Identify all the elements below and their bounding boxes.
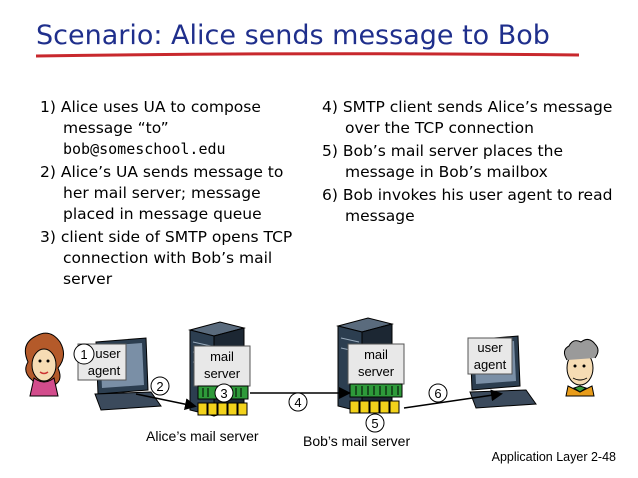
marker-4-label: 4 [294, 395, 301, 410]
marker-5 [365, 413, 385, 433]
steps-left: 1) Alice uses UA to compose message “to”… [40, 97, 310, 292]
step-3: 3) client side of SMTP opens TCP connect… [40, 228, 293, 288]
marker-3 [214, 383, 234, 403]
alice-mailboxes [197, 402, 248, 416]
marker-6 [428, 383, 448, 403]
mail-flow-diagram: user agent 1 mail server 3 mail server [24, 317, 599, 433]
alice-ua-line2: agent [88, 363, 121, 378]
marker-2 [150, 376, 170, 396]
step-1-email: bob@someschool.edu [63, 140, 226, 158]
steps-right: 4) SMTP client sends Alice’s message ove… [322, 97, 622, 229]
bob-ua-line2: agent [474, 357, 507, 372]
slide-title: Scenario: Alice sends message to Bob [36, 20, 550, 51]
bob-server-line2: server [358, 364, 395, 379]
alice-icon [24, 332, 64, 397]
bob-server-label-box [347, 343, 405, 385]
bob-message-queue [349, 383, 403, 398]
bob-icon [563, 338, 599, 397]
marker-1-label: 1 [80, 347, 87, 362]
title-underline [35, 52, 580, 58]
marker-3-label: 3 [220, 386, 227, 401]
marker-5-label: 5 [371, 416, 378, 431]
step-5: 5) Bob’s mail server places the message … [322, 142, 563, 181]
slide-footer: Application Layer 2-48 [491, 450, 616, 464]
bob-server-caption: Bob’s mail server [303, 433, 411, 449]
arrow-ua-to-alice-server [135, 393, 197, 411]
marker-2-label: 2 [156, 379, 163, 394]
alice-queue-slots [202, 388, 242, 397]
bob-ua-label-box [467, 337, 513, 375]
step-1: 1) Alice uses UA to compose message “to”… [40, 97, 310, 160]
alice-server-caption: Alice’s mail server [146, 428, 259, 444]
step-6: 6) Bob invokes his user agent to read me… [322, 186, 613, 225]
step-1-line2: message “to” [63, 119, 169, 137]
marker-4 [288, 392, 308, 412]
step-4: 4) SMTP client sends Alice’s message ove… [322, 98, 613, 137]
alice-server-line2: server [204, 366, 241, 381]
bob-mailboxes [349, 400, 400, 414]
marker-1 [73, 343, 95, 365]
step-2: 2) Alice’s UA sends message to her mail … [40, 163, 284, 223]
step-1-line1: 1) Alice uses UA to compose [40, 98, 261, 116]
bob-ua-line1: user [477, 340, 503, 355]
marker-6-label: 6 [434, 386, 441, 401]
alice-ua-line1: user [95, 346, 121, 361]
alice-server-line1: mail [210, 349, 234, 364]
bob-server-line1: mail [364, 347, 388, 362]
arrow-bob-server-to-ua [403, 389, 503, 409]
bob-queue-slots [355, 386, 399, 395]
